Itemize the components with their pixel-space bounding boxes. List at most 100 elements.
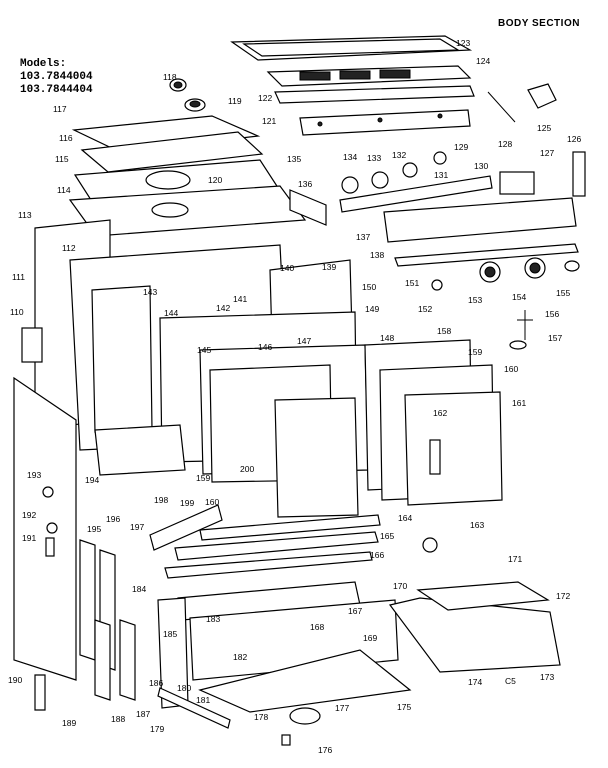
part-label-176: 176	[318, 745, 332, 755]
part-label-120: 120	[208, 175, 222, 185]
part-label-150: 150	[362, 282, 376, 292]
part-119-knob	[184, 98, 206, 112]
part-label-183: 183	[206, 614, 220, 624]
part-label-177: 177	[335, 703, 349, 713]
part-129-valve	[433, 151, 447, 165]
part-163-igniter	[422, 537, 438, 553]
part-122-trim	[274, 85, 475, 104]
part-137-control-panel	[383, 197, 577, 243]
part-label-197: 197	[130, 522, 144, 532]
bottom-code: C5	[505, 676, 516, 686]
part-label-196: 196	[106, 514, 120, 524]
part-label-151: 151	[405, 278, 419, 288]
diagram-title: BODY SECTION	[498, 18, 580, 29]
part-label-155: 155	[556, 288, 570, 298]
part-label-147: 147	[297, 336, 311, 346]
part-label-125: 125	[537, 123, 551, 133]
part-126-probe	[572, 151, 586, 197]
part-label-142: 142	[216, 303, 230, 313]
part-194-base	[94, 424, 186, 476]
part-label-131: 131	[434, 170, 448, 180]
part-176-clip	[281, 734, 291, 746]
part-label-129: 129	[454, 142, 468, 152]
part-label-161: 161	[512, 398, 526, 408]
part-134-valve	[341, 176, 359, 194]
part-label-113: 113	[18, 210, 32, 220]
part-label-154: 154	[512, 292, 526, 302]
part-164-rail	[199, 514, 381, 541]
part-197-bracket	[149, 504, 223, 551]
part-label-164: 164	[398, 513, 412, 523]
part-124-burner-grate	[266, 65, 472, 87]
part-189-foot	[34, 674, 46, 711]
part-label-167: 167	[348, 606, 362, 616]
part-label-111: 111	[12, 272, 25, 282]
part-110-bracket	[21, 327, 43, 363]
part-117-cooktop-top	[71, 115, 261, 153]
part-label-181: 181	[196, 695, 210, 705]
part-label-152: 152	[418, 304, 432, 314]
part-label-186: 186	[149, 678, 163, 688]
part-label-132: 132	[392, 150, 406, 160]
part-154-knob	[524, 257, 546, 279]
part-label-200: 200	[240, 464, 254, 474]
part-label-170: 170	[393, 581, 407, 591]
part-116-panel	[80, 131, 264, 173]
part-label-146: 146	[258, 342, 272, 352]
part-179-rail	[157, 687, 231, 729]
part-label-160b: 160	[205, 497, 219, 507]
part-label-145: 145	[197, 345, 211, 355]
part-label-110: 110	[10, 307, 24, 317]
part-label-159: 159	[468, 347, 482, 357]
part-177-pad	[289, 707, 321, 725]
part-171-broiler-pan	[416, 581, 550, 611]
part-188-strip	[94, 619, 111, 701]
part-label-119: 119	[228, 96, 242, 106]
part-130-manifold	[339, 175, 493, 213]
part-label-184: 184	[132, 584, 146, 594]
part-label-117: 117	[53, 104, 67, 114]
part-label-173: 173	[540, 672, 554, 682]
part-175-drawer-bottom	[198, 649, 412, 713]
part-label-178: 178	[254, 712, 268, 722]
part-162-handle	[429, 439, 441, 475]
part-128-rod	[487, 91, 516, 123]
part-label-165: 165	[380, 531, 394, 541]
part-label-141: 141	[233, 294, 247, 304]
part-label-194: 194	[85, 475, 99, 485]
part-label-136: 136	[298, 179, 312, 189]
part-label-116: 116	[59, 133, 73, 143]
part-label-168: 168	[310, 622, 324, 632]
part-label-191: 191	[22, 533, 36, 543]
part-label-123: 123	[456, 38, 470, 48]
part-label-114: 114	[57, 185, 71, 195]
part-label-182: 182	[233, 652, 247, 662]
part-label-112: 112	[62, 243, 76, 253]
part-label-128: 128	[498, 139, 512, 149]
part-label-137: 137	[356, 232, 370, 242]
part-155-knob	[564, 260, 580, 272]
models-header: Models:	[20, 58, 67, 70]
part-label-198: 198	[154, 495, 168, 505]
part-123-top-frame	[230, 35, 473, 61]
part-label-158: 158	[437, 326, 451, 336]
part-label-139: 139	[322, 262, 336, 272]
part-label-166: 166	[370, 550, 384, 560]
part-label-144: 144	[164, 308, 178, 318]
part-151-tube	[394, 243, 579, 267]
part-label-153: 153	[468, 295, 482, 305]
part-191-fitting	[45, 537, 55, 557]
part-166-rail	[164, 551, 373, 579]
part-133-valve	[371, 171, 389, 189]
part-label-156: 156	[545, 309, 559, 319]
part-132-valve	[402, 162, 418, 178]
part-label-190: 190	[8, 675, 22, 685]
part-170-broiler-pan-base	[388, 597, 561, 673]
part-193-fitting	[42, 486, 54, 498]
part-label-124: 124	[476, 56, 490, 66]
part-195-strip	[79, 539, 96, 661]
part-label-185: 185	[163, 629, 177, 639]
part-label-127: 127	[540, 148, 554, 158]
models-block: Models: 103.7844004 103.7844404	[20, 58, 93, 97]
